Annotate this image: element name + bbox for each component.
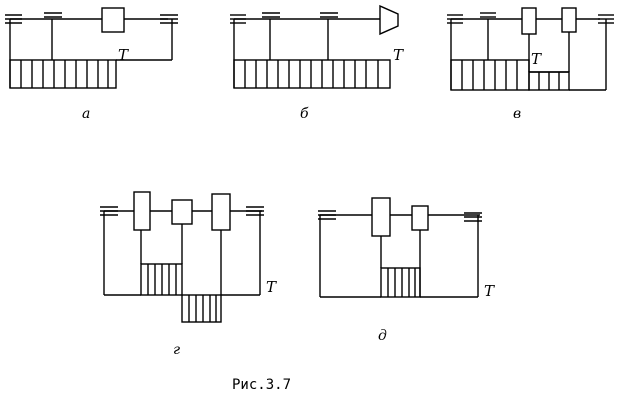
tap-marker — [480, 12, 496, 18]
sectioning-switch-2 — [411, 205, 429, 231]
sectioning-switch — [101, 7, 125, 33]
sectioning-device — [379, 4, 399, 36]
section-hatching — [233, 59, 391, 89]
tap-marker — [320, 12, 338, 18]
sectioning-switch-1 — [133, 191, 151, 231]
section-hatching — [140, 263, 183, 296]
sectioning-switch-2 — [171, 199, 193, 225]
node-label-t: T — [118, 46, 129, 64]
node-label-t: T — [484, 282, 495, 300]
panel-letter-b: б — [300, 106, 309, 122]
section-hatching — [528, 71, 570, 91]
section-hatching — [9, 59, 117, 89]
panel-g: T г — [100, 191, 277, 358]
panel-letter-v: в — [513, 106, 521, 122]
sectioning-switch-2 — [561, 7, 577, 33]
panel-a: T а — [5, 7, 178, 122]
bus-bar-right — [246, 206, 264, 216]
sectioning-switch-3 — [211, 193, 231, 231]
sectioning-switch-1 — [371, 197, 391, 237]
bus-bar-right — [160, 14, 178, 24]
section-hatching — [450, 59, 530, 91]
bus-bar-right — [464, 212, 482, 222]
node-label-t: T — [266, 278, 277, 296]
panel-letter-g: г — [173, 342, 180, 358]
figure-caption: Рис.3.7 — [232, 377, 291, 393]
sectioning-switch-1 — [521, 7, 537, 35]
node-label-t: T — [393, 46, 404, 64]
section-hatching — [380, 267, 421, 298]
tap-marker — [44, 12, 62, 18]
node-label-t: T — [531, 50, 542, 68]
tap-marker — [262, 12, 280, 18]
section-hatching — [181, 294, 222, 323]
panel-b: T б — [230, 4, 404, 122]
panel-d: T д — [318, 197, 495, 344]
panel-letter-d: д — [378, 328, 387, 344]
panel-v: T в — [447, 7, 614, 122]
panel-letter-a: а — [82, 106, 90, 122]
